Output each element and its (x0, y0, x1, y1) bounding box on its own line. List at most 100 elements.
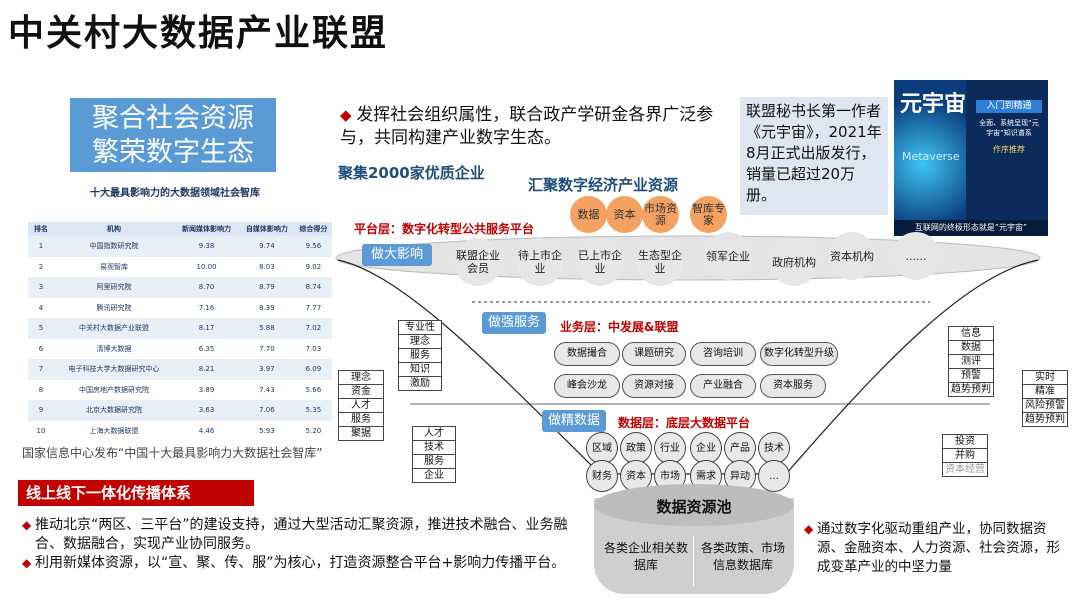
table-cell: 7 (28, 359, 54, 380)
business-item: 资源对接 (622, 374, 686, 398)
bullet-icon: ◆ (22, 518, 36, 532)
platform-layer-label: 平台层：数字化转型公共服务平台 (354, 222, 535, 236)
book-title: 元宇宙 (900, 92, 967, 117)
list-item: 服务 (399, 349, 441, 363)
bullet-icon: ◆ (804, 522, 818, 536)
left-list-a: 理念 资金 人才 服务 聚据 (338, 370, 384, 441)
platform-tag: 做大影响 (362, 244, 432, 266)
table-row: 2 易观智库 10.00 8.03 9.02 (28, 257, 332, 278)
table-cell: 3.63 (174, 400, 240, 421)
book-desc: 全面、系统呈现“元宇宙”知识谱系 (979, 119, 1039, 137)
table-cell: 8.70 (174, 277, 240, 298)
right-list-b: 实时 精准 风险预警 趋势预判 (1022, 370, 1068, 427)
resource-circle: 资本 (606, 196, 643, 233)
table-cell: 9.02 (305, 262, 322, 271)
table-cell: 7.77 (305, 303, 322, 312)
business-item: 课题研究 (622, 342, 686, 366)
list-item: 聚据 (351, 428, 371, 439)
list-item: 资本经营 (945, 464, 985, 475)
dna-graphic (894, 80, 966, 220)
table-cell: 9.56 (294, 236, 332, 257)
table-header: 新闻媒体影响力 (174, 222, 240, 236)
list-item: 趋势预判 (1025, 414, 1065, 425)
platform-member: 待上市企业 (516, 238, 564, 286)
table-cell: 阿里研究院 (54, 277, 174, 298)
platform-member: 领军企业 (704, 232, 752, 280)
right-list-c: 投资 并购 资本经营 (942, 434, 988, 477)
table-cell: 9.38 (174, 236, 240, 257)
table-cell: 6 (38, 344, 44, 353)
book-footer: 互联网的终极形态就是“元宇宙” (894, 220, 1048, 236)
slogan-line-1: 聚合社会资源 (92, 103, 254, 134)
table-cell: 4.46 (198, 426, 215, 435)
top-bullet: ◆ 发挥社会组织属性，联合政产学研金各界广泛参与，共同构建产业数字生态。 (340, 104, 720, 150)
table-cell: 9.74 (239, 236, 295, 257)
data-tag: 做精数据 (542, 410, 606, 432)
business-item: 咨询培训 (690, 342, 756, 366)
table-cell: 3.89 (198, 385, 215, 394)
table-cell: 10.00 (196, 262, 217, 271)
table-title: 十大最具影响力的大数据领域社会智库 (90, 188, 260, 199)
table-header: 排名 (28, 222, 54, 236)
table-cell: 5.88 (239, 318, 295, 339)
table-cell: 6.35 (198, 344, 215, 353)
page-title: 中关村大数据产业联盟 (8, 13, 389, 54)
list-item: 测评 (949, 355, 993, 369)
slogan-banner: 聚合社会资源 繁荣数字生态 (70, 98, 276, 172)
table-cell: 7.06 (239, 400, 295, 421)
list-item: 资金 (339, 385, 383, 399)
resource-circle: 智库专家 (690, 196, 727, 233)
table-cell: 7.03 (305, 344, 322, 353)
platform-member: 政府机构 (770, 238, 818, 286)
table-header: 自媒体影响力 (239, 222, 295, 236)
left-list-b: 专业性 理念 服务 知识 激励 (398, 320, 442, 391)
book-description: 联盟秘书长第一作者《元宇宙》，2021年8月正式出版发行，销量已超过20万册。 (740, 97, 888, 215)
list-item: 并购 (943, 449, 987, 463)
top-bullet-text: 发挥社会组织属性，联合政产学研金各界广泛参与，共同构建产业数字生态。 (340, 105, 714, 148)
table-cell: 中关村大数据产业联盟 (54, 318, 174, 339)
business-item: 资本服务 (760, 374, 826, 398)
business-layer-label: 业务层：中发展&联盟 (560, 320, 679, 334)
table-cell: 8.79 (239, 277, 295, 298)
list-item: 企业 (424, 470, 444, 481)
list-item: 趋势预判 (951, 384, 991, 395)
data-item: 资本 (620, 460, 652, 492)
gather-label: 聚集2000家优质企业 (338, 164, 485, 182)
business-item: 峰会沙龙 (554, 374, 620, 398)
platform-member: ...... (892, 232, 940, 280)
data-item: 产品 (724, 432, 756, 464)
table-cell: 8.39 (259, 303, 275, 312)
pool-left: 各类企业相关数据库 (604, 541, 689, 572)
data-item: 行业 (654, 432, 686, 464)
platform-member: 已上市企业 (576, 238, 624, 286)
table-cell: 易观智库 (100, 262, 128, 271)
list-item: 人才 (413, 427, 455, 441)
table-cell: 7.16 (198, 303, 215, 312)
resources-label: 汇聚数字经济产业资源 (528, 176, 679, 194)
table-cell: 9 (28, 400, 54, 421)
table-cell: 4 (38, 303, 44, 312)
resource-circle: 数据 (570, 196, 607, 233)
table-cell: 2 (38, 262, 44, 271)
book-subtitle: Metaverse (902, 150, 960, 163)
list-item: 预警 (949, 369, 993, 383)
table-header: 综合得分 (294, 222, 332, 236)
table-cell: 8.03 (259, 262, 275, 271)
bullet-icon: ◆ (22, 556, 36, 570)
table-header: 机构 (54, 222, 174, 236)
bottom-left-bullets: ◆ 推动北京“两区、三平台”的建设支持，通过大型活动汇聚资源，推进技术融合、业务… (22, 516, 572, 573)
table-cell: 7.70 (259, 344, 275, 353)
list-item: 数据 (949, 341, 993, 355)
table-cell: 3 (28, 277, 54, 298)
source-note: 国家信息中心发布“中国十大最具影响力大数据社会智库” (22, 446, 323, 460)
table-cell: 8.74 (294, 277, 332, 298)
online-offline-banner: 线上线下一体化传播体系 (18, 480, 254, 506)
list-item: 投资 (943, 435, 987, 449)
